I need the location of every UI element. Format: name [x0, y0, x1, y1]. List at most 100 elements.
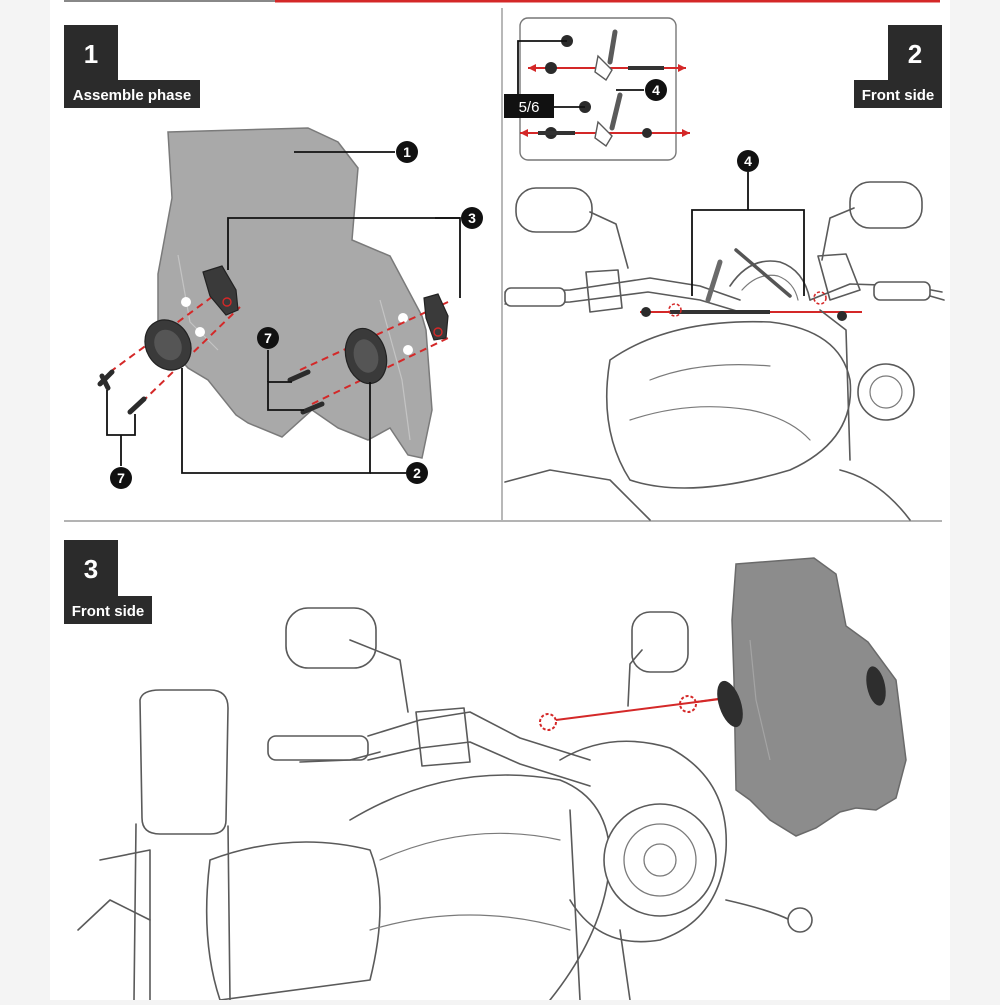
callout-windscreen	[396, 141, 418, 163]
callout-clamp-inset	[645, 79, 667, 101]
step2-panel: 2 Front side 5/6 4	[504, 17, 945, 521]
mounting-hole	[195, 327, 205, 337]
callout-bolts-right-label: 7	[264, 330, 272, 346]
callout-clamp-label: 4	[744, 153, 752, 169]
frame-right	[839, 469, 911, 521]
rear-seat	[205, 841, 381, 1001]
tank-contour	[649, 364, 771, 381]
windscreen	[157, 127, 433, 459]
detail-inset	[519, 17, 677, 161]
callout-line-7b	[267, 381, 304, 411]
mount-plate-left-inner	[154, 329, 182, 361]
sissy-bar	[99, 849, 151, 1001]
mount-plate-left	[717, 680, 743, 728]
step1-caption-box	[64, 80, 200, 108]
clamp-nut-right	[837, 311, 847, 321]
callout-plate	[406, 462, 428, 484]
mounting-hole	[398, 313, 408, 323]
mirror-left	[515, 187, 593, 233]
seat-edge	[504, 469, 651, 521]
fork-tubes	[569, 809, 631, 1001]
callout-bolts-left	[110, 467, 132, 489]
mirror-stem-right	[627, 649, 643, 707]
bolt	[287, 369, 311, 383]
step2-number-box	[888, 25, 942, 80]
mirror-right	[631, 611, 689, 673]
step3-caption-box	[64, 596, 152, 624]
clamp-point-left	[668, 303, 682, 317]
mount-bracket-right	[423, 293, 449, 341]
mount-plate-right	[866, 666, 886, 706]
mirror-stem-right	[821, 207, 855, 261]
callout-bracket	[461, 207, 483, 229]
brake-lever-tip	[929, 295, 945, 301]
inset-nut	[642, 128, 652, 138]
turn-signal-right-lens	[787, 907, 813, 933]
handlebar-upper	[367, 711, 591, 761]
mirror-right	[849, 181, 923, 229]
clamp-point-right	[813, 291, 827, 305]
mirror-left	[285, 607, 377, 669]
lever-left	[299, 751, 381, 763]
mount-plate-right-inner	[353, 339, 379, 373]
switch-housing-left	[415, 707, 471, 767]
gauge-face	[741, 274, 799, 301]
step1-number: 1	[84, 39, 98, 69]
fuel-tank	[349, 774, 611, 1001]
callout-bolts-right	[257, 327, 279, 349]
windscreen-assembled	[731, 557, 907, 837]
tank-contour	[379, 832, 561, 861]
grip-left	[504, 287, 566, 307]
inset-nut	[545, 62, 557, 74]
step2-number: 2	[908, 39, 922, 69]
bracket-hole	[433, 327, 443, 337]
callout-spacers-box	[504, 94, 554, 118]
master-cylinder-right	[817, 253, 861, 301]
mount-point-left	[539, 713, 557, 731]
headlight	[857, 363, 915, 421]
bracket-hole	[222, 297, 232, 307]
gauge-housing	[729, 260, 811, 301]
step3-caption: Front side	[72, 603, 145, 620]
alignment-line	[299, 301, 449, 371]
fuel-tank	[605, 320, 852, 489]
callout-clamp	[737, 150, 759, 172]
callout-line-56-top	[517, 40, 567, 100]
alignment-line	[141, 306, 241, 403]
callout-windscreen-label: 1	[403, 144, 411, 160]
clamp-rod-left	[705, 259, 723, 303]
clamp-rod-right	[734, 248, 792, 298]
callout-line-4	[691, 209, 805, 296]
windscreen-crease	[749, 639, 771, 761]
windscreen-crease	[177, 254, 219, 351]
instruction-sheet: 1 Assemble phase	[50, 0, 950, 1001]
headlight-lens	[869, 375, 903, 409]
callout-line-2	[181, 368, 371, 474]
callout-spacers-label: 5/6	[519, 99, 540, 116]
callout-bolts-left-label: 7	[117, 470, 125, 486]
step3-number-box	[64, 540, 118, 596]
step3-number: 3	[84, 554, 98, 584]
callout-bracket-label: 3	[468, 210, 476, 226]
mounting-hole	[403, 345, 413, 355]
clamp-nut-left	[641, 307, 651, 317]
grip-right	[873, 281, 931, 301]
tank-contour	[369, 914, 571, 931]
bolt	[127, 396, 147, 415]
mirror-stem-left	[349, 639, 409, 713]
grip-left	[267, 735, 369, 761]
callout-clamp-inset-label: 4	[652, 82, 660, 98]
headlight-ring	[623, 823, 697, 897]
step1-number-box	[64, 25, 118, 80]
headlight	[603, 803, 717, 917]
backrest-pad	[139, 689, 229, 835]
bolt	[97, 369, 115, 391]
assembly-diagram: 1 Assemble phase	[64, 0, 945, 1001]
windscreen-crease	[379, 299, 411, 441]
inset-clamp-top	[594, 54, 613, 82]
inset-clamp-bottom	[594, 120, 613, 148]
bolt	[300, 401, 325, 415]
headlight-center	[643, 843, 677, 877]
step3-panel: 3 Front side	[64, 540, 907, 1001]
switch-housing-left	[585, 269, 623, 313]
